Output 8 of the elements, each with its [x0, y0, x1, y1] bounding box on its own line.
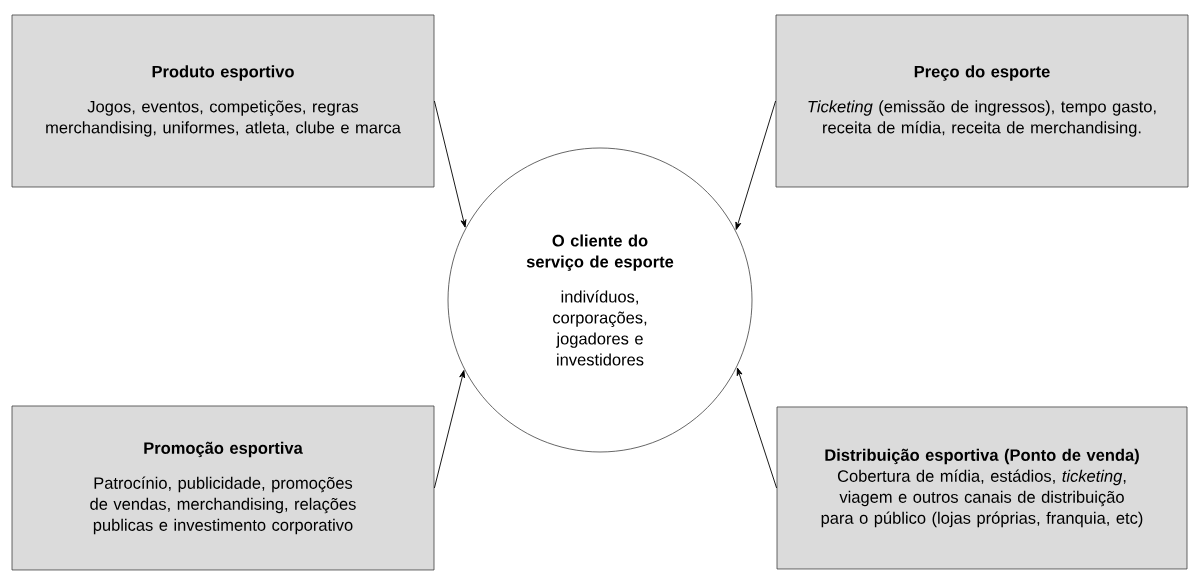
category-box: Distribuição esportiva (Ponto de venda) Cobertura de mídia, estádios, ticketing, viagem e outros canais de distribuição para o público (lojas próprias, franquia, etc): [776, 406, 1188, 570]
category-box: Produto esportivo Jogos, eventos, competições, regras merchandising, uniformes, atleta, clube e marca: [11, 14, 435, 188]
category-box: Promoção esportiva Patrocínio, publicidade, promoções de vendas, merchandising, relações publicas e investimento corporativo: [11, 405, 435, 571]
arrow: [433, 100, 467, 228]
arrow: [735, 100, 777, 230]
category-box: Preço do esporte Ticketing (emissão de ingressos), tempo gasto, receita de mídia, receita de merchandising.: [775, 14, 1189, 188]
arrow: [736, 367, 778, 489]
arrow: [433, 370, 466, 489]
